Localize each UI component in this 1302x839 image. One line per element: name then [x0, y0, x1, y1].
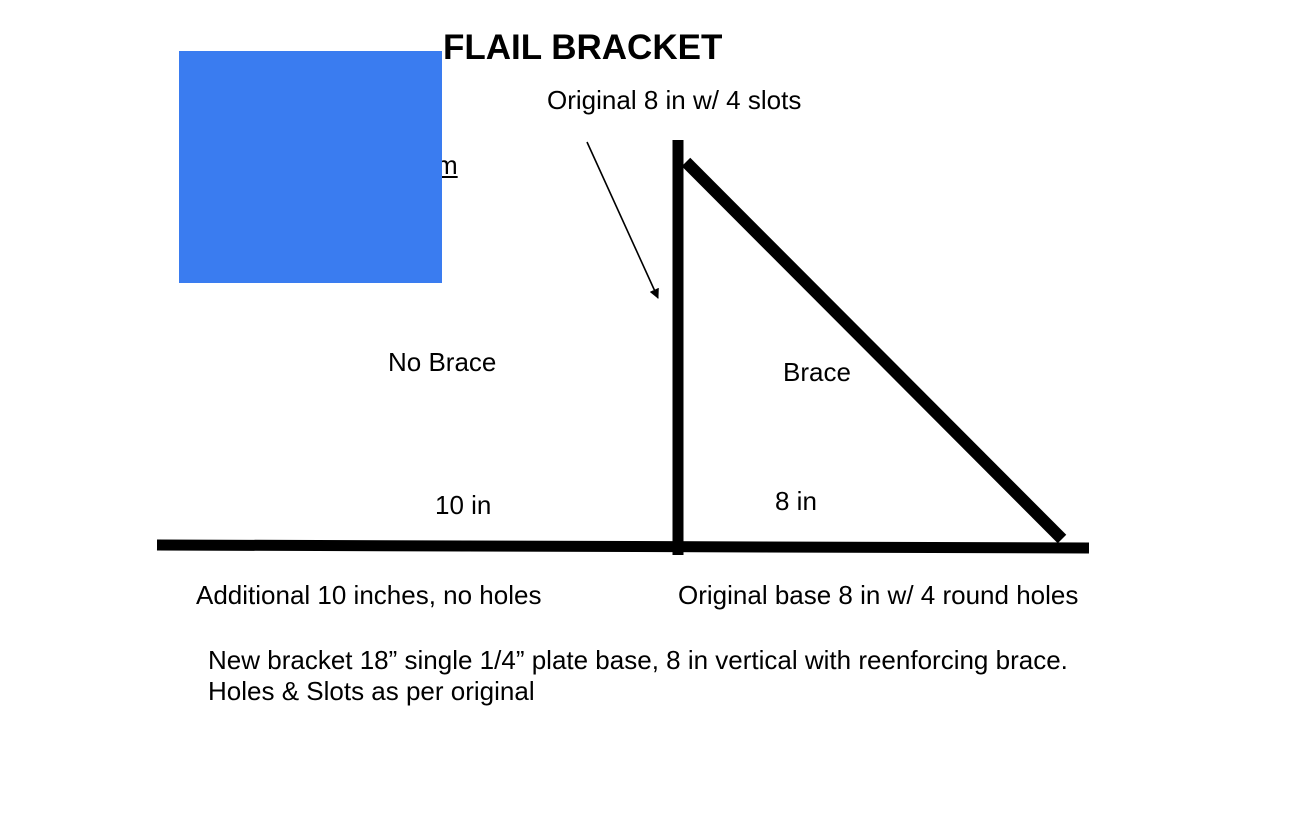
left-section-caption: Additional 10 inches, no holes — [196, 580, 542, 610]
right-section-caption: Original base 8 in w/ 4 round holes — [678, 580, 1079, 610]
diagram-title: FLAIL BRACKET — [443, 28, 723, 67]
right-dimension-label: 8 in — [775, 486, 817, 516]
bracket-description: New bracket 18” single 1/4” plate base, … — [208, 645, 1068, 707]
diagonal-brace-line — [681, 157, 1067, 544]
description-line-2: Holes & Slots as per original — [208, 676, 535, 706]
brace-label: Brace — [783, 357, 851, 387]
left-dimension-label: 10 in — [435, 490, 492, 520]
no-brace-label: No Brace — [388, 347, 497, 377]
vertical-plate-note: Original 8 in w/ 4 slots — [547, 85, 802, 115]
blue-rectangle — [179, 51, 442, 283]
base-plate-line — [156, 539, 1090, 554]
pointer-arrow — [586, 141, 659, 299]
description-line-1: New bracket 18” single 1/4” plate base, … — [208, 645, 1068, 675]
